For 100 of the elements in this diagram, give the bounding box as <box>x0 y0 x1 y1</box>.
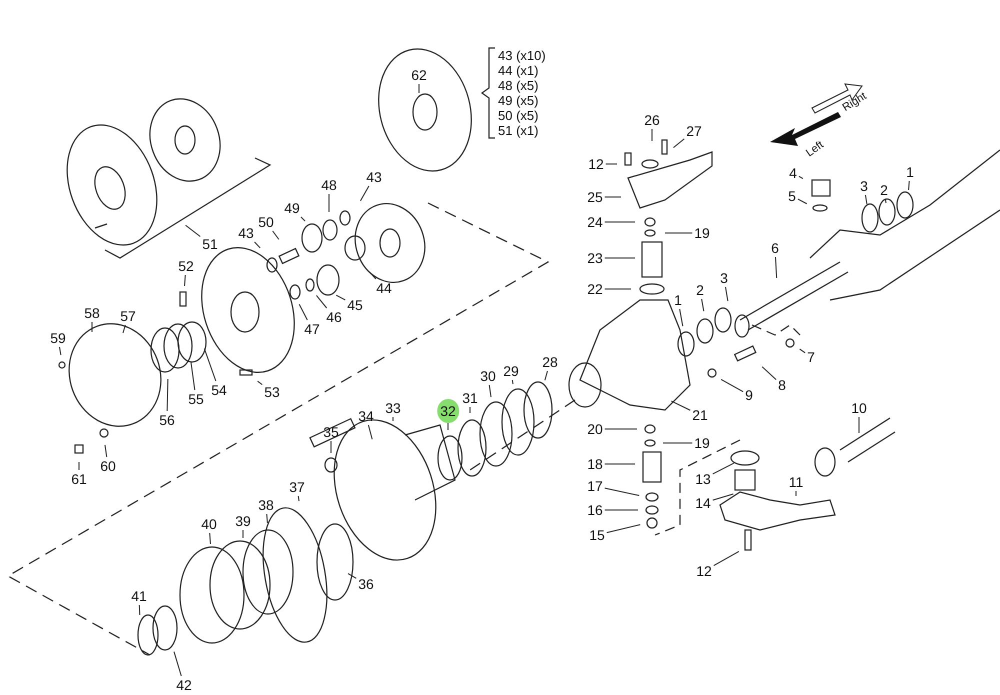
leader-line <box>418 84 420 94</box>
quantity-note: 48 (x5) <box>498 78 538 93</box>
callout-number: 27 <box>684 122 704 140</box>
leader-line <box>713 550 740 566</box>
leader-line <box>360 186 370 202</box>
callout-number: 43 <box>236 224 256 242</box>
leader-line <box>712 462 734 474</box>
callout-number: 19 <box>692 224 712 242</box>
leader-line <box>185 224 201 237</box>
leader-line <box>78 462 80 470</box>
callout-number: 3 <box>858 177 870 195</box>
direction-label: Right <box>840 89 870 116</box>
leader-line <box>512 380 514 385</box>
leader-line <box>348 573 357 579</box>
callout-number: 50 <box>256 213 276 231</box>
callout-number: 56 <box>157 411 177 429</box>
callout-number: 9 <box>743 386 755 404</box>
callout-number: 60 <box>98 457 118 475</box>
leader-line <box>190 361 196 390</box>
quantity-note: 49 (x5) <box>498 93 538 108</box>
leader-line <box>122 324 126 334</box>
callout-number: 12 <box>586 155 606 173</box>
callout-number: 17 <box>585 477 605 495</box>
leader-line <box>725 286 728 302</box>
callout-number: 18 <box>585 455 605 473</box>
callout-number: 40 <box>199 515 219 533</box>
leader-line <box>369 272 376 280</box>
leader-line <box>174 651 182 676</box>
callout-number: 13 <box>693 470 713 488</box>
quantity-note: 44 (x1) <box>498 63 538 78</box>
leader-line <box>204 348 216 382</box>
leader-line <box>604 488 640 496</box>
callout-number: 38 <box>256 496 276 514</box>
leader-line <box>774 256 778 278</box>
leader-line <box>884 198 886 204</box>
leader-line <box>300 216 306 222</box>
callout-number: 46 <box>324 308 344 326</box>
callout-number: 30 <box>478 367 498 385</box>
callout-number: 19 <box>692 434 712 452</box>
leader-line <box>672 138 685 148</box>
callout-number: 5 <box>786 187 798 205</box>
leader-line <box>606 524 641 534</box>
leader-line <box>679 308 684 327</box>
callout-number: 8 <box>776 376 788 394</box>
leader-line <box>701 298 704 312</box>
callout-number: 42 <box>174 676 194 694</box>
callout-number: 58 <box>82 304 102 322</box>
highlighted-callout-number: 32 <box>437 399 459 423</box>
callout-number: 10 <box>849 399 869 417</box>
callout-number: 34 <box>356 407 376 425</box>
callout-number: 14 <box>693 494 713 512</box>
leader-line <box>298 304 308 320</box>
callout-number: 6 <box>769 239 781 257</box>
callout-number: 25 <box>585 188 605 206</box>
callout-number: 20 <box>585 420 605 438</box>
callout-number: 11 <box>786 473 806 491</box>
leader-line <box>604 428 638 430</box>
callout-number: 2 <box>878 181 890 199</box>
callout-number: 52 <box>176 257 196 275</box>
callout-number: 15 <box>587 526 607 544</box>
callout-number: 24 <box>585 213 605 231</box>
quantity-note: 50 (x5) <box>498 108 538 123</box>
callout-number: 2 <box>694 281 706 299</box>
leader-line <box>59 346 62 356</box>
callout-number: 62 <box>409 66 429 84</box>
leader-line <box>242 530 244 538</box>
leader-line <box>488 384 492 398</box>
callout-number: 37 <box>287 478 307 496</box>
leader-line <box>798 176 804 180</box>
leader-line <box>257 380 263 386</box>
leader-line <box>712 494 734 501</box>
callout-number: 53 <box>262 383 282 401</box>
callout-number: 47 <box>302 320 322 338</box>
callout-number: 29 <box>501 362 521 380</box>
callout-number: 49 <box>282 199 302 217</box>
callout-number: 12 <box>694 562 714 580</box>
leader-line <box>104 444 108 458</box>
leader-line <box>368 424 373 440</box>
leader-line <box>184 274 186 287</box>
callout-number: 59 <box>48 329 68 347</box>
quantity-note: 43 (x10) <box>498 48 546 63</box>
leader-line <box>797 198 808 204</box>
callout-number: 1 <box>904 163 916 181</box>
leader-line <box>908 180 910 191</box>
callout-number: 41 <box>129 587 149 605</box>
quantity-note: 51 (x1) <box>498 123 538 138</box>
callout-number: 3 <box>718 269 730 287</box>
callout-number: 48 <box>319 176 339 194</box>
leader-line <box>166 378 168 412</box>
callout-number: 61 <box>69 470 89 488</box>
callout-number: 1 <box>672 291 684 309</box>
leader-line <box>392 416 394 422</box>
callout-number: 57 <box>118 307 138 325</box>
callout-number: 43 <box>364 168 384 186</box>
leader-line <box>604 288 632 290</box>
leader-line <box>720 378 744 392</box>
leader-line <box>336 294 346 300</box>
callout-number: 45 <box>345 296 365 314</box>
callout-number: 54 <box>209 381 229 399</box>
callout-number: 44 <box>374 279 394 297</box>
